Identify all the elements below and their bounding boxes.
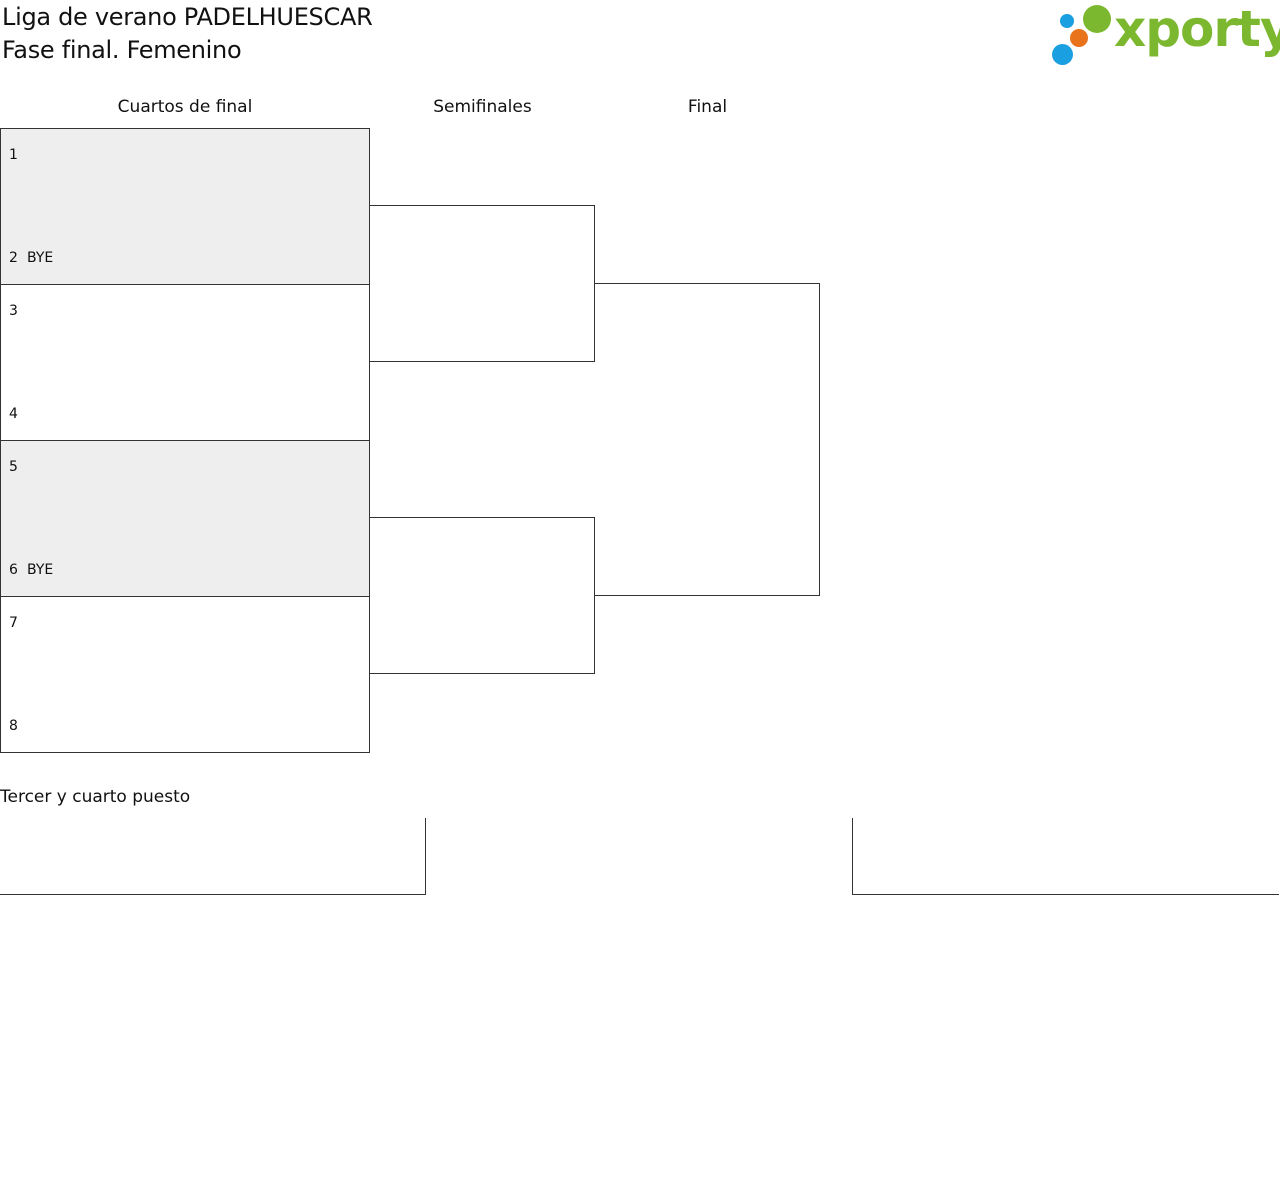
round-header-semifinals: Semifinales <box>433 97 532 117</box>
seed-number: 1 <box>9 147 18 163</box>
page-subtitle: Fase final. Femenino <box>2 36 242 64</box>
quarterfinal-match-4: 7 8 <box>0 596 370 753</box>
round-header-quarterfinals: Cuartos de final <box>117 97 253 117</box>
bracket-slot: 5 <box>9 459 27 475</box>
page-title: Liga de verano PADELHUESCAR <box>2 3 373 31</box>
quarterfinal-match-1: 1 2 BYE <box>0 128 370 285</box>
round-header-final: Final <box>687 97 728 117</box>
team-name: BYE <box>27 562 54 578</box>
logo-wordmark: xporty <box>1114 0 1280 58</box>
team-name: BYE <box>27 250 54 266</box>
seed-number: 2 <box>9 250 18 266</box>
bracket-slot: 4 <box>9 406 27 422</box>
seed-number: 8 <box>9 718 18 734</box>
bracket-slot: 7 <box>9 615 27 631</box>
logo-dot-orange <box>1070 29 1088 47</box>
seed-number: 6 <box>9 562 18 578</box>
seed-number: 4 <box>9 406 18 422</box>
seed-number: 3 <box>9 303 18 319</box>
quarterfinal-match-2: 3 4 <box>0 284 370 441</box>
seed-number: 7 <box>9 615 18 631</box>
logo-dot-blue-large <box>1052 44 1073 65</box>
quarterfinal-match-3: 5 6 BYE <box>0 440 370 597</box>
third-place-title: Tercer y cuarto puesto <box>0 787 191 807</box>
semifinal-match-1 <box>370 205 595 362</box>
bracket-slot: 1 <box>9 147 27 163</box>
semifinal-match-2 <box>370 517 595 674</box>
seed-number: 5 <box>9 459 18 475</box>
bracket-slot: 3 <box>9 303 27 319</box>
third-place-slot-right <box>852 818 1279 895</box>
bracket-slot: 2 BYE <box>9 250 53 266</box>
bracket-slot: 6 BYE <box>9 562 53 578</box>
bracket-slot: 8 <box>9 718 27 734</box>
xporty-logo: xporty <box>1052 0 1280 67</box>
logo-dot-green <box>1083 5 1111 33</box>
third-place-slot-left <box>0 818 426 895</box>
logo-dot-blue-small <box>1060 14 1074 28</box>
final-match <box>595 283 820 596</box>
